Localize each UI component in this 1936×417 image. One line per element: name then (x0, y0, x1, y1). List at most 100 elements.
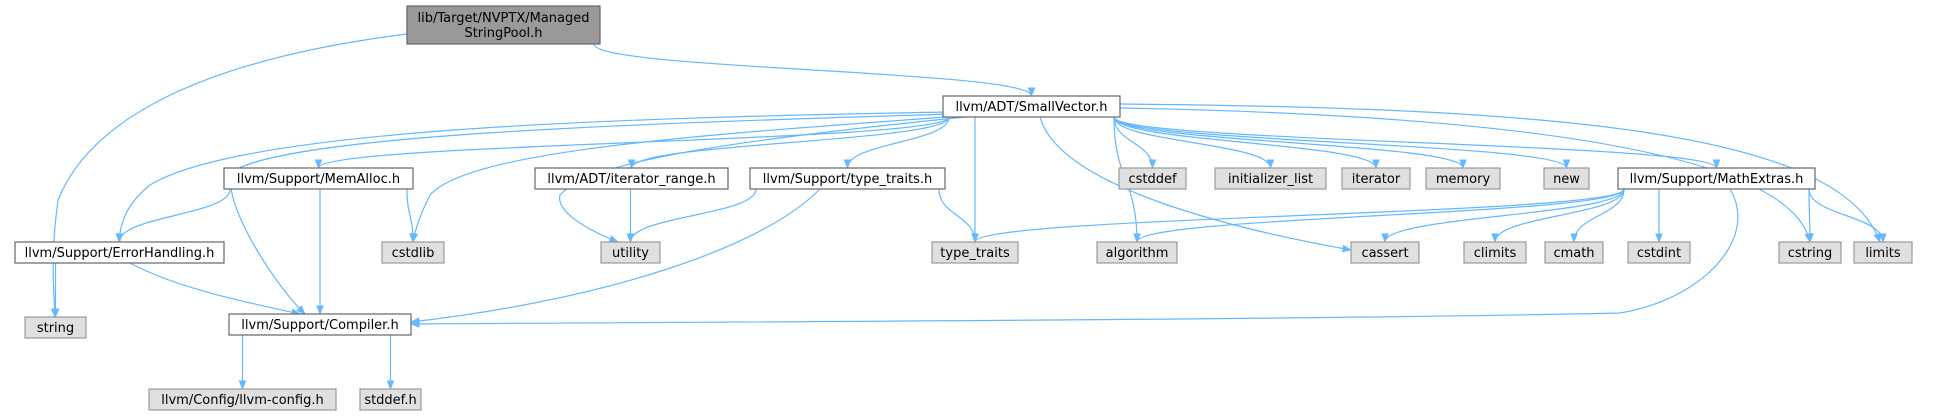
node-label: limits (1865, 246, 1901, 261)
node-smallvector[interactable]: llvm/ADT/SmallVector.h (942, 95, 1121, 118)
edge-smallvector-to-type_traits_h (843, 116, 950, 169)
node-box (148, 388, 337, 411)
node-box (381, 241, 445, 264)
edge-type_traits_h-to-type_traits (938, 188, 979, 243)
node-label: stddef.h (364, 393, 416, 408)
node-box (24, 316, 87, 339)
node-box (1425, 167, 1501, 190)
edge-smallvector-to-mathextras (1113, 116, 1721, 169)
node-label: llvm/Support/ErrorHandling.h (25, 246, 215, 261)
node-stddef: stddef.h (359, 388, 422, 411)
edge-mathextras-to-cmath (1570, 188, 1625, 243)
edge-mathextras-to-climits (1491, 188, 1625, 243)
node-label: cassert (1361, 246, 1408, 261)
edge-mathextras-to-algorithm (1133, 188, 1625, 243)
node-label: llvm/Support/type_traits.h (763, 172, 933, 187)
edge-smallvector-to-cassert (1039, 116, 1352, 253)
node-label: llvm/Support/MathExtras.h (1630, 172, 1804, 187)
node-initializer-list: initializer_list (1214, 167, 1327, 190)
edge-mathextras-to-cstring (1806, 188, 1814, 243)
edge-mathextras-to-type_traits (971, 188, 1625, 243)
node-label: cstddef (1128, 172, 1177, 187)
node-label: cstdint (1637, 246, 1681, 261)
node-memalloc[interactable]: llvm/Support/MemAlloc.h (223, 167, 414, 190)
edge-smallvector-to-memalloc (314, 116, 950, 169)
edge-mathextras-to-cassert (1381, 188, 1625, 243)
node-label: new (1553, 172, 1580, 187)
node-label: llvm/Support/Compiler.h (241, 318, 398, 333)
node-label: cstring (1788, 246, 1832, 261)
node-box (1627, 241, 1691, 264)
node-type-traits: type_traits (931, 241, 1019, 264)
node-string: string (24, 316, 87, 339)
node-errorhandling[interactable]: llvm/Support/ErrorHandling.h (14, 241, 225, 264)
node-box (223, 167, 414, 190)
node-algorithm: algorithm (1096, 241, 1178, 264)
node-box (942, 95, 1121, 118)
node-box (228, 313, 412, 336)
node-label: StringPool.h (464, 26, 542, 41)
node-type-traits-h[interactable]: llvm/Support/type_traits.h (749, 167, 946, 190)
node-box (14, 241, 225, 264)
edge-mathextras-to-limits (1808, 188, 1887, 243)
node-box (600, 241, 661, 264)
node-new: new (1543, 167, 1590, 190)
node-label: cstdlib (392, 246, 435, 261)
node-label: llvm/Support/MemAlloc.h (237, 172, 400, 187)
node-iterator: iterator (1341, 167, 1411, 190)
node-box (534, 167, 729, 190)
node-memory: memory (1425, 167, 1501, 190)
node-cstdint: cstdint (1627, 241, 1691, 264)
node-mathextras[interactable]: llvm/Support/MathExtras.h (1617, 167, 1816, 190)
edge-mathextras-to-compiler (410, 188, 1739, 328)
edge-smallvector-to-initializer_list (1113, 116, 1275, 169)
edge-smallvector-to-cstring (1119, 107, 1812, 243)
node-climits: climits (1463, 241, 1527, 264)
node-label: string (37, 321, 74, 336)
node-box (1544, 241, 1604, 264)
node-box (406, 5, 601, 45)
node-limits: limits (1853, 241, 1913, 264)
node-cstring: cstring (1778, 241, 1842, 264)
edge-smallvector-to-cstdlib (410, 115, 961, 243)
node-box (1853, 241, 1913, 264)
node-box (1463, 241, 1527, 264)
edge-root-to-string (50, 33, 408, 318)
node-utility: utility (600, 241, 661, 264)
node-box (1778, 241, 1842, 264)
node-label: type_traits (940, 246, 1010, 261)
edge-smallvector-to-iterator_range (627, 116, 950, 169)
node-label: memory (1436, 172, 1491, 187)
node-compiler[interactable]: llvm/Support/Compiler.h (228, 313, 412, 336)
edge-errorhandling-to-compiler (129, 262, 301, 316)
node-label: cmath (1553, 246, 1594, 261)
node-box (1214, 167, 1327, 190)
node-box (1341, 167, 1411, 190)
node-cassert: cassert (1350, 241, 1420, 264)
node-cstddef: cstddef (1118, 167, 1187, 190)
node-label: initializer_list (1228, 172, 1313, 187)
node-label: llvm/Config/llvm-config.h (161, 393, 323, 408)
node-label: llvm/ADT/iterator_range.h (547, 172, 715, 187)
edges-layer (50, 33, 1887, 390)
node-box (749, 167, 946, 190)
edge-smallvector-to-cstddef (1113, 116, 1157, 169)
node-box (1118, 167, 1187, 190)
edge-smallvector-to-compiler (230, 113, 953, 315)
node-iterator-range[interactable]: llvm/ADT/iterator_range.h (534, 167, 729, 190)
node-label: climits (1474, 246, 1517, 261)
edge-smallvector-to-iterator (1113, 116, 1380, 169)
edge-smallvector-to-new (1113, 116, 1571, 169)
node-cstdlib: cstdlib (381, 241, 445, 264)
edge-smallvector-to-errorhandling (115, 111, 951, 243)
edge-root-to-smallvector (593, 43, 1036, 97)
node-box (1617, 167, 1816, 190)
edge-smallvector-to-limits (1119, 103, 1881, 243)
node-box (359, 388, 422, 411)
node-box (1096, 241, 1178, 264)
node-label: llvm/ADT/SmallVector.h (956, 100, 1108, 115)
edge-smallvector-to-memory (1113, 116, 1467, 169)
node-label: utility (612, 246, 649, 261)
